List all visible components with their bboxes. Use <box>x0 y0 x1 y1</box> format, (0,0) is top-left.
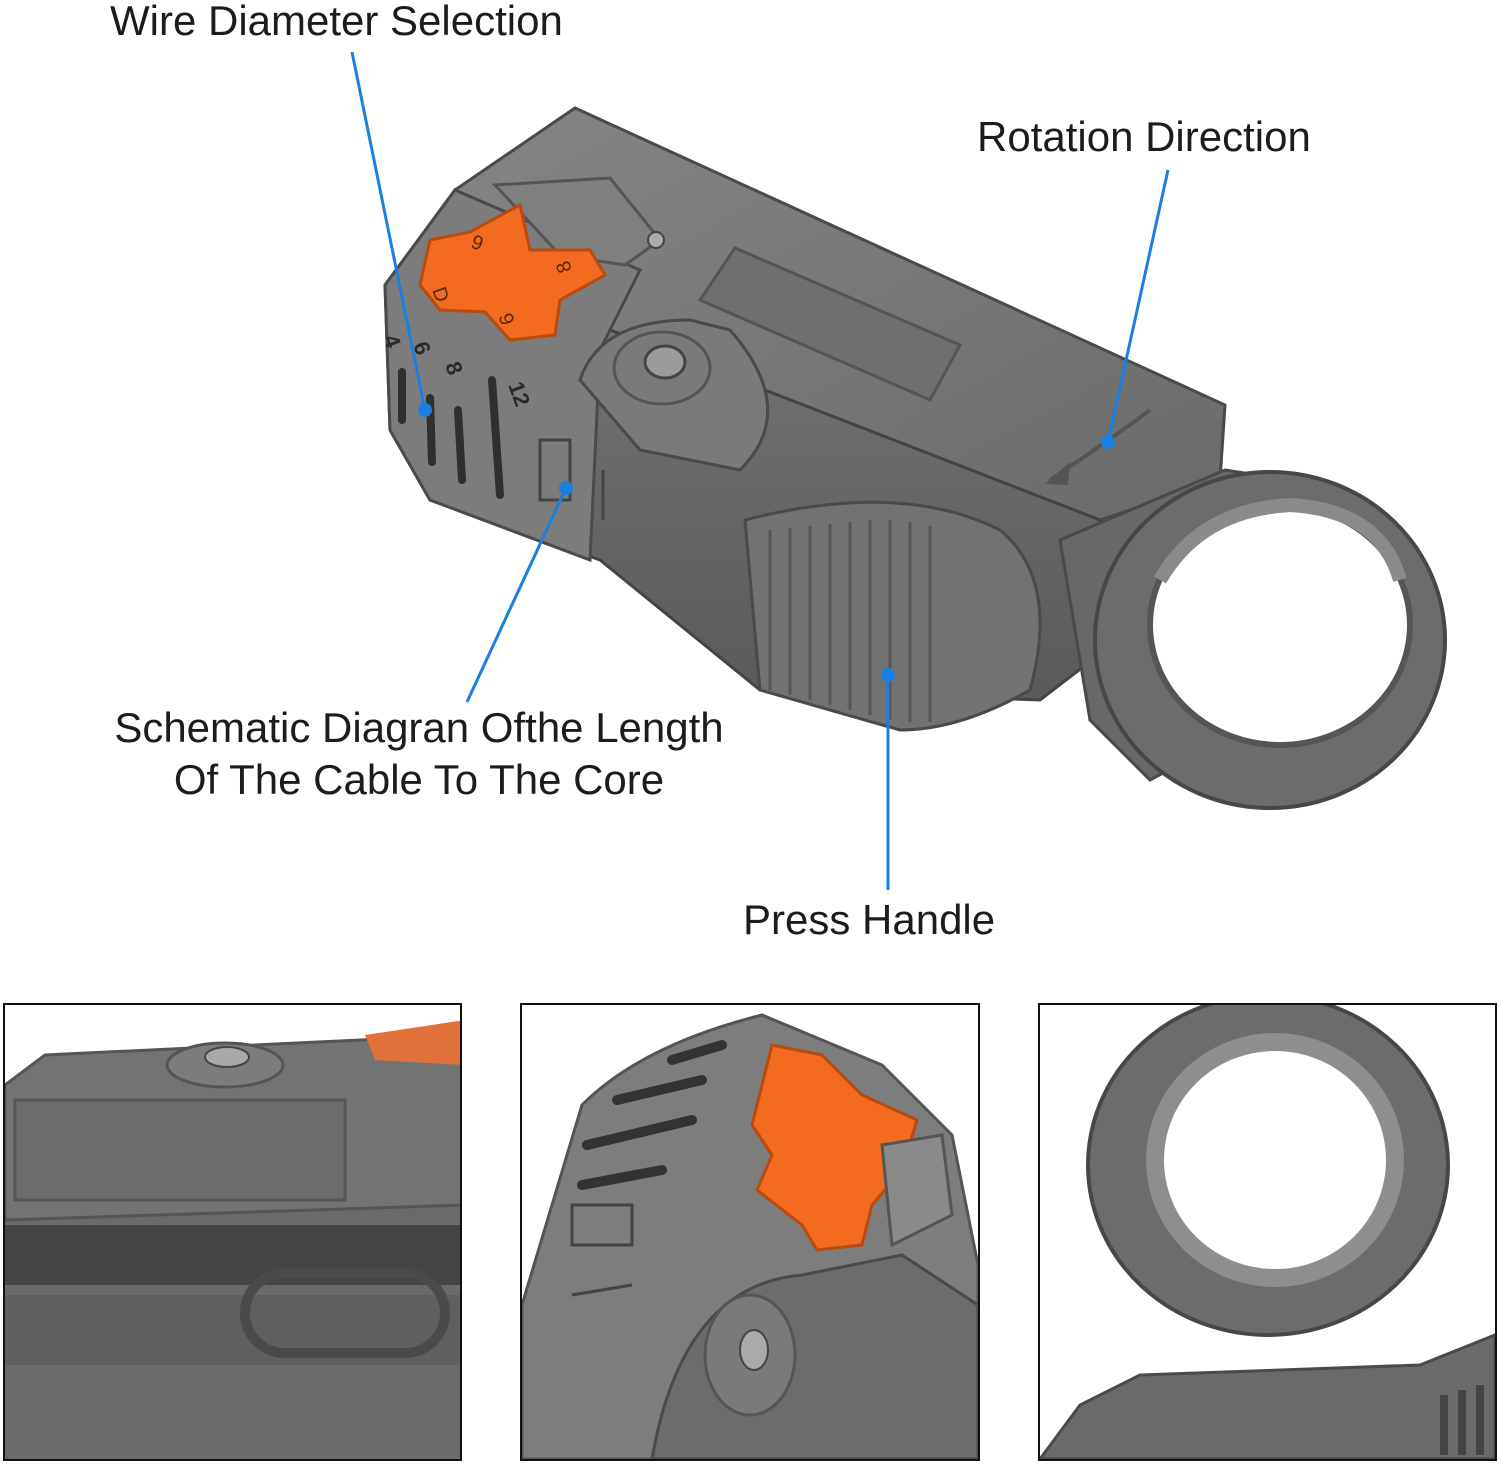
pivot-pin <box>643 344 687 380</box>
dial-view-illustration <box>522 1005 978 1459</box>
main-tool-figure: 4 6 8 12 D 6 8 6 Wire Diameter Selection… <box>66 0 1447 943</box>
callout-press-handle: Press Handle <box>743 896 996 943</box>
callout-schematic-line1: Schematic Diagran Ofthe Length <box>114 704 724 751</box>
press-handle <box>743 500 1042 732</box>
ring-inner-rim <box>1153 497 1407 584</box>
top-recess <box>697 246 963 402</box>
callout-rotation-direction: Rotation Direction <box>977 113 1311 160</box>
small-rivet <box>647 231 665 249</box>
detail-panel-ring-view <box>1038 1003 1497 1461</box>
arrow-block <box>491 176 663 267</box>
ring-view-illustration <box>1040 1005 1495 1459</box>
callout-wire-diameter-selection: Wire Diameter Selection <box>110 0 563 44</box>
cable-stripper-illustration: 4 6 8 12 D 6 8 6 <box>350 51 1447 890</box>
orange-dial <box>418 202 608 342</box>
cable-schematic-mark <box>538 438 572 502</box>
detail-panel-dial-view <box>520 1003 980 1461</box>
press-handle-ribs <box>768 520 932 722</box>
leader-schematic <box>465 487 568 703</box>
callout-schematic-line2: Of The Cable To The Core <box>173 756 665 803</box>
scale-lines <box>398 368 504 499</box>
leader-rotation <box>1106 169 1170 443</box>
dial-label-d: D <box>427 284 453 305</box>
callout-schematic-diagram: Schematic Diagran Ofthe Length Of The Ca… <box>66 702 772 806</box>
leader-wire-diameter <box>350 51 427 411</box>
detail-panel-side-view <box>3 1003 462 1461</box>
leader-pointers <box>418 403 1115 682</box>
leader-lines <box>350 51 1170 890</box>
side-view-illustration <box>5 1005 460 1459</box>
